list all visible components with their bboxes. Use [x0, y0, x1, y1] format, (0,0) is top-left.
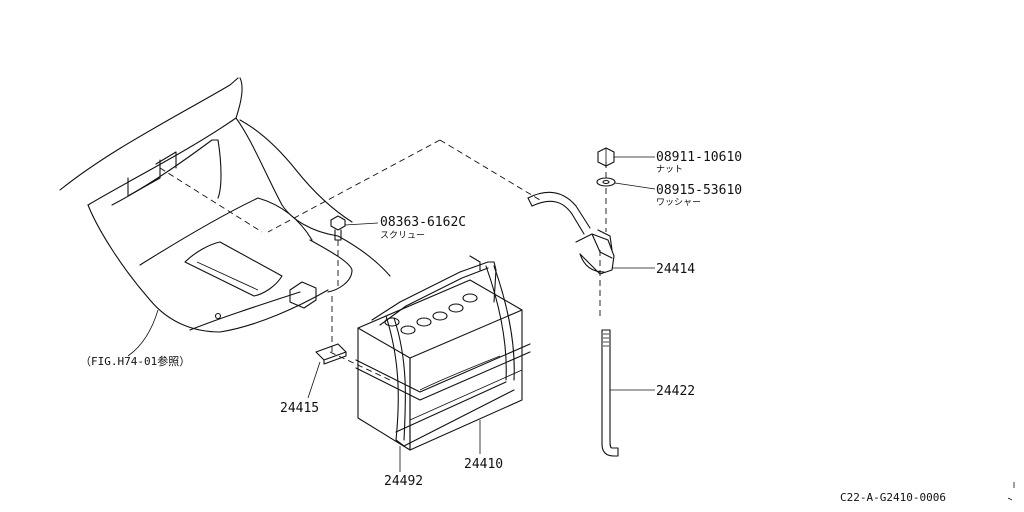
battery-box: [357, 279, 523, 451]
hold-down-rod: [601, 329, 619, 457]
screw-part-name: スクリュー: [380, 230, 425, 241]
bracket-part-number: 24415: [280, 401, 319, 416]
washer-icon: [596, 177, 616, 187]
nut-icon: [597, 147, 615, 167]
rod-part-number: 24422: [656, 384, 695, 399]
battery-caps: [384, 293, 478, 335]
battery-bracket: [315, 343, 347, 365]
leader-lines: [127, 156, 656, 472]
washer-part-number: 08915-53610: [656, 183, 742, 198]
reference-note: （FIG.H74-01参照）: [80, 354, 190, 368]
cover-part-number: 24492: [384, 474, 423, 489]
hold-down-frame: [527, 191, 615, 275]
assembly-dashed-lines: [159, 139, 607, 381]
screw-icon: [330, 215, 346, 241]
body-panel-outline: [59, 77, 391, 333]
frame-part-number: 24414: [656, 262, 695, 277]
battery-part-number: 24410: [464, 457, 503, 472]
screw-part-number: 08363-6162C: [380, 215, 466, 230]
part-labels: 08911-10610 ナット 08915-53610 ワッシャー 08363-…: [80, 150, 946, 504]
nut-part-name: ナット: [656, 164, 683, 175]
drawing-code: C22-A-G2410-0006: [840, 491, 946, 504]
nut-part-number: 08911-10610: [656, 150, 742, 165]
battery-cover-frame: [355, 255, 531, 447]
corner-marks: [1007, 482, 1015, 501]
washer-part-name: ワッシャー: [656, 198, 701, 208]
